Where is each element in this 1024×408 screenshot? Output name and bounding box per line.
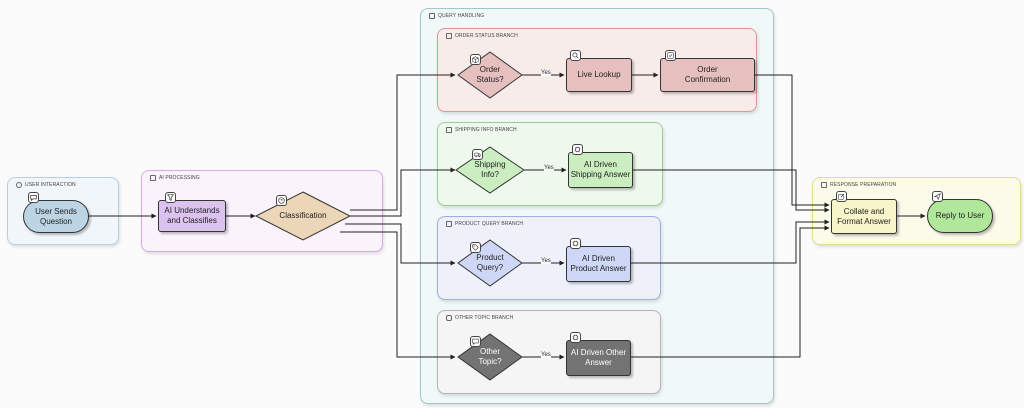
group-label-product-query: PRODUCT QUERY BRANCH (455, 221, 524, 227)
edge-product-answer-to-collate (631, 219, 830, 264)
product-query-label[interactable]: Product Query? (476, 253, 504, 272)
ai-product-answer-node[interactable]: AI Driven Product Answer (566, 246, 631, 282)
edge-shipping-answer-to-collate (633, 169, 830, 213)
cpu-icon-shipping (572, 144, 583, 155)
edge-confirmation-to-collate (755, 74, 830, 208)
send-icon (932, 191, 943, 202)
edge-classification-to-product (345, 223, 456, 266)
order-confirmation-node[interactable]: Order Confirmation (660, 58, 755, 92)
other-topic-label[interactable]: Other Topic? (478, 347, 502, 366)
reply-to-user-node[interactable]: Reply to User (927, 199, 993, 233)
user-icon (16, 182, 22, 188)
tag-icon (446, 221, 452, 227)
group-label-ai-processing: AI PROCESSING (159, 175, 200, 181)
edit-icon-badge (836, 191, 847, 202)
layers-icon (429, 13, 435, 19)
live-lookup-node[interactable]: Live Lookup (566, 58, 632, 92)
ai-other-answer-node[interactable]: AI Driven Other Answer (566, 340, 631, 376)
ai-shipping-answer-node[interactable]: AI Driven Shipping Answer (568, 152, 633, 188)
package-icon (446, 33, 452, 39)
box-icon (470, 54, 481, 65)
ai-understands-node[interactable]: AI Understands and Classifies (158, 200, 226, 232)
check-square-icon (665, 50, 676, 61)
edge-classification-to-shipping (345, 167, 456, 217)
group-label-response-preparation: RESPONSE PREPARATION (830, 182, 897, 188)
chat-icon (446, 315, 452, 321)
shipping-info-label[interactable]: Shipping Info? (474, 160, 506, 179)
edit-icon (821, 182, 827, 188)
edge-label-yes-product: Yes (541, 258, 551, 264)
edge-classification-to-order (350, 72, 456, 211)
search-icon (570, 50, 581, 61)
edge-label-yes-shipping: Yes (544, 165, 554, 171)
group-label-user-interaction: USER INTERACTION (25, 182, 76, 188)
help-circle-icon (276, 195, 287, 206)
filter-icon (165, 192, 176, 203)
cpu-icon (150, 175, 156, 181)
tag-icon-badge (470, 242, 481, 253)
group-label-query-handling: QUERY HANDLING (438, 13, 485, 19)
truck-icon-badge (472, 149, 483, 160)
edge-label-yes-other: Yes (541, 352, 551, 358)
group-label-order-status: ORDER STATUS BRANCH (455, 33, 518, 39)
cpu-icon-product (570, 238, 581, 249)
cpu-icon-other (570, 332, 581, 343)
classification-label[interactable]: Classification (279, 211, 327, 220)
chat-bubble-icon (28, 192, 39, 203)
collate-format-node[interactable]: Collate and Format Answer (831, 199, 897, 234)
edge-other-answer-to-collate (631, 225, 830, 358)
edge-classification-to-other (340, 231, 456, 360)
message-square-icon (470, 336, 481, 347)
edge-label-yes-order: Yes (541, 70, 551, 76)
order-status-label[interactable]: Order Status? (476, 65, 504, 84)
truck-icon (446, 127, 452, 133)
user-sends-question-node[interactable]: User Sends Question (23, 200, 89, 233)
group-label-shipping-info: SHIPPING INFO BRANCH (455, 127, 517, 133)
group-label-other-topic: OTHER TOPIC BRANCH (455, 315, 514, 321)
